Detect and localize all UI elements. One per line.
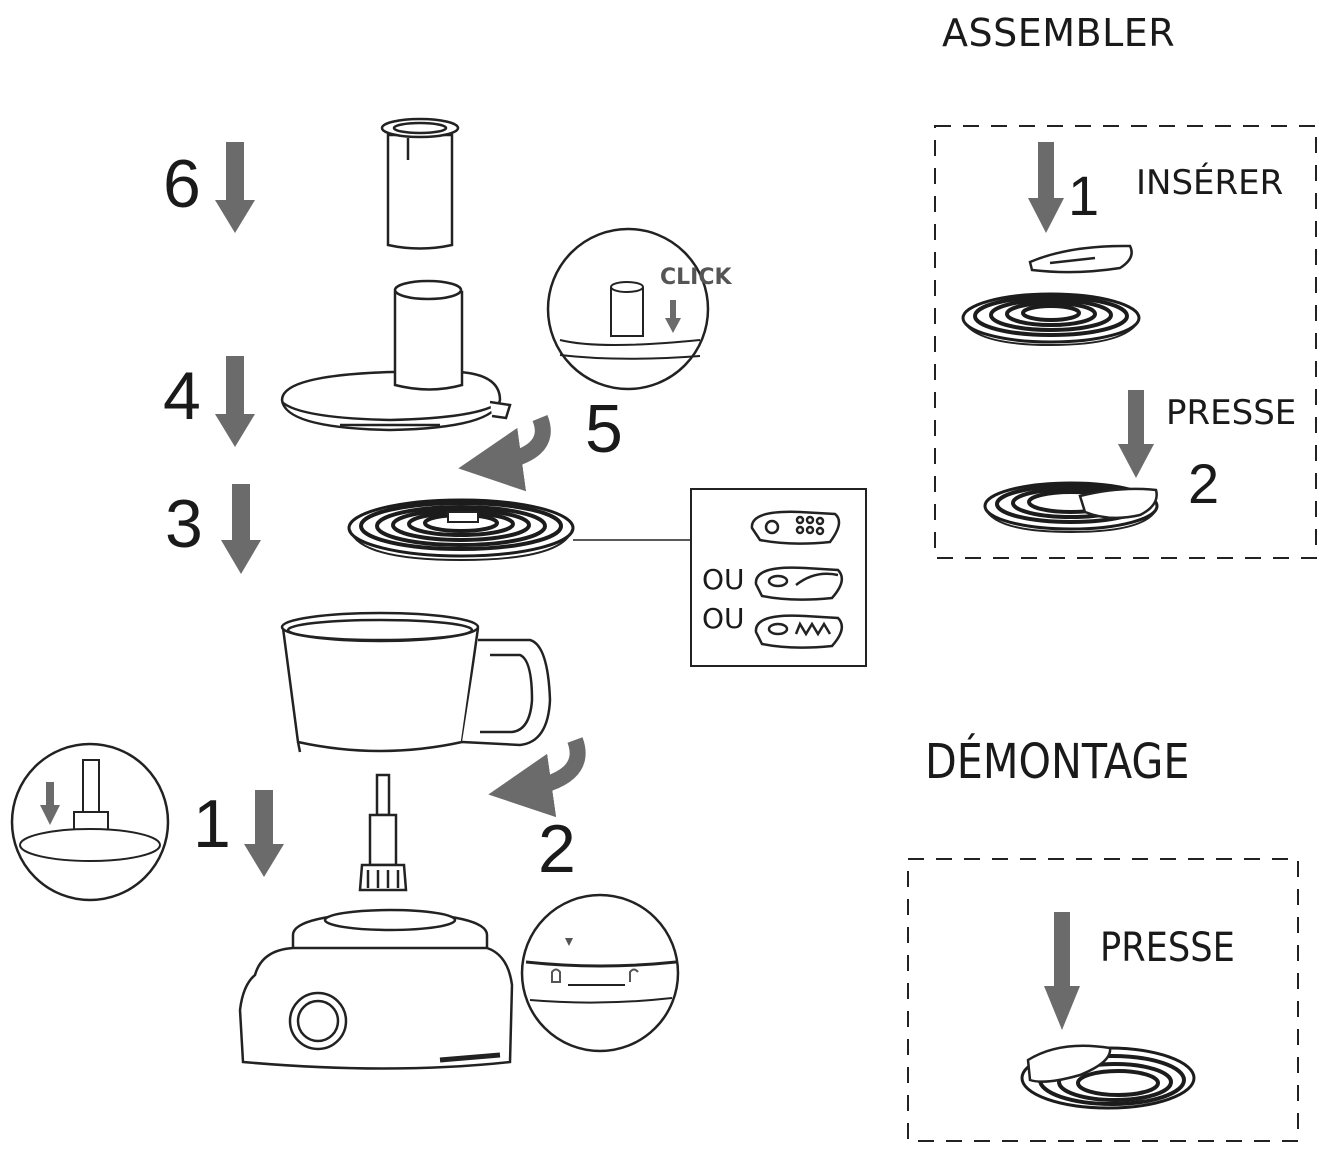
arrow-down-icon-step6: [215, 142, 255, 233]
arrow-down-icon-step1: [244, 790, 284, 877]
slicer-blade-option: [754, 566, 844, 601]
demontage-title: DÉMONTAGE: [925, 734, 1190, 790]
click-detail-circle: [546, 227, 710, 391]
bowl-lid: [280, 279, 512, 432]
disc-icon-assembler-top: [961, 292, 1141, 347]
slicing-disc: [347, 498, 690, 562]
grater-blade-option: [750, 510, 841, 545]
inserer-label: INSÉRER: [1136, 163, 1284, 203]
food-pusher: [380, 117, 460, 250]
step-3-number: 3: [165, 486, 203, 562]
step-1-number: 1: [193, 786, 231, 862]
shaft-detail-circle: [10, 742, 170, 902]
assembler-panel: [934, 125, 1317, 559]
disc-icon-assembler-bottom: [983, 481, 1159, 534]
curved-arrow-icon-step5: [458, 415, 551, 492]
arrow-down-icon-step3: [221, 484, 261, 574]
disc-icon-demontage: [1020, 1044, 1196, 1110]
step-4-number: 4: [163, 358, 201, 434]
julienne-blade-option: [754, 614, 844, 649]
lock-detail-circle: [520, 893, 680, 1053]
blade-option-or-label-2: OU: [702, 602, 745, 635]
blade-option-or-label-1: OU: [702, 563, 745, 596]
arrow-down-icon-presse-demontage: [1044, 912, 1080, 1030]
arrow-down-icon-inserer: [1028, 142, 1064, 233]
click-label: CLICK: [660, 265, 732, 290]
blade-insert-icon: [1028, 244, 1133, 274]
presse-label-assembler: PRESSE: [1166, 393, 1297, 433]
motor-base: [238, 908, 514, 1070]
presse-label-demontage: PRESSE: [1100, 925, 1235, 971]
curved-arrow-icon-step2: [488, 737, 586, 818]
arrow-down-icon-step4: [215, 356, 255, 447]
step-5-number: 5: [585, 391, 623, 467]
assembler-title: ASSEMBLER: [942, 11, 1176, 55]
arrow-down-icon-presse-assembler: [1118, 390, 1154, 478]
step-6-number: 6: [163, 146, 201, 222]
blade-options-box: [690, 488, 867, 667]
mixing-bowl: [280, 611, 552, 753]
drive-shaft: [358, 773, 408, 892]
assembler-step-2-number: 2: [1188, 452, 1220, 515]
step-2-number: 2: [538, 811, 576, 887]
assembler-step-1-number: 1: [1068, 164, 1100, 227]
